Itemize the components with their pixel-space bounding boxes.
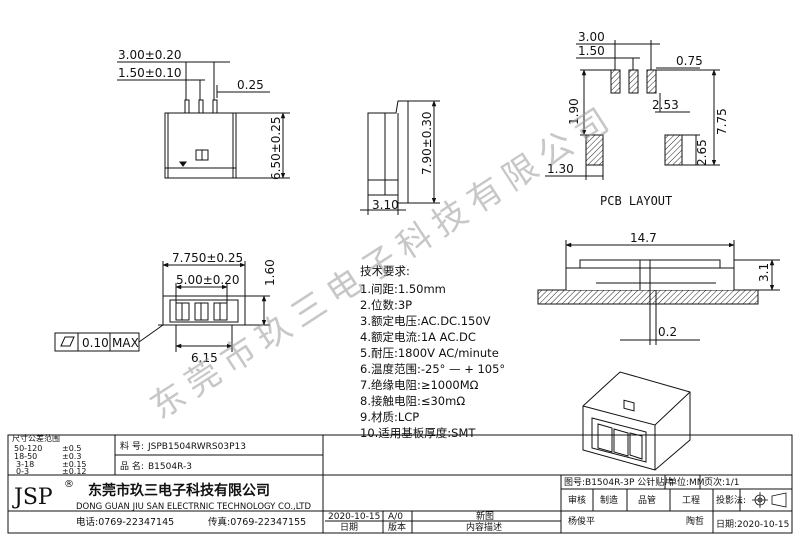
revision-header-version: 版本	[388, 521, 406, 533]
part-name-label: 品 名:	[120, 460, 144, 472]
dim-14-7: 14.7	[630, 231, 657, 245]
tolerance-range: 18-50	[14, 452, 37, 461]
drawing-number: 图号:B1504R-3P 公针贴片	[564, 476, 673, 488]
company-name-en: DONG GUAN JIU SAN ELECTRNIC TECHNOLOGY C…	[76, 502, 312, 512]
spec-item: 7.绝缘电阻:≥1000MΩ	[360, 378, 479, 392]
dim-3-1: 3.1	[757, 263, 771, 282]
spec-item: 4.额定电流:1A AC.DC	[360, 330, 476, 344]
role-engineering: 工程	[682, 495, 700, 506]
pcb-dim-3-00: 3.00	[578, 30, 605, 44]
specs-title: 技术要求:	[360, 264, 410, 278]
isometric-view	[582, 371, 691, 471]
mounting-view	[537, 240, 780, 345]
dim-height-1-60: 1.60	[263, 259, 277, 286]
tolerance-table: 50-120 ±0.5 18-50 ±0.3 3-18 ±0.15 0-3 ±0…	[14, 444, 87, 476]
pin1-marker-icon	[179, 161, 187, 167]
role-review: 审核	[568, 494, 586, 506]
revision-description: 新图	[476, 510, 494, 522]
isometric-body	[582, 371, 691, 471]
revision-header-description: 内容描述	[466, 521, 502, 533]
tolerance-value: ±0.5	[62, 444, 81, 453]
dim-6-15: 6.15	[191, 351, 218, 365]
company-tel: 电话:0769-22347145	[76, 516, 174, 528]
tolerance-value: ±0.3	[62, 452, 81, 461]
side-view	[360, 100, 440, 215]
pcb-layout-view	[545, 40, 720, 180]
pcb-pad-3	[646, 69, 657, 94]
role-manufacture: 制造	[600, 494, 618, 506]
drawing-date: 日期:2020-10-15	[716, 519, 789, 530]
part-no: JSPB1504RWRS03P13	[147, 442, 246, 452]
dim-pin-0-25: 0.25	[237, 78, 264, 92]
flatness-max: MAX	[112, 336, 139, 350]
pin-1	[184, 99, 190, 114]
spec-item: 1.间距:1.50mm	[360, 282, 446, 296]
title-block	[7, 434, 793, 534]
specs-list: 1.间距:1.50mm 2.位数:3P 3.额定电压:AC.DC.150V 4.…	[360, 282, 505, 440]
spec-item: 10.适用基板厚度:SMT	[360, 426, 476, 440]
pcb-mount-pad-right	[664, 134, 683, 166]
pcb-dim-2-53: 2.53	[652, 98, 679, 112]
pcb-dim-7-75: 7.75	[715, 108, 729, 135]
pcb-dim-0-75: 0.75	[676, 54, 703, 68]
tolerance-value: ±0.12	[62, 467, 87, 476]
tolerance-value: ±0.15	[62, 460, 87, 469]
pcb-dim-2-65: 2.65	[695, 139, 709, 166]
dim-side-3-10: 3.10	[372, 198, 399, 212]
part-no-label: 料 号:	[120, 440, 144, 452]
top-view	[117, 61, 290, 179]
engineer-name: 陶哲	[686, 515, 704, 527]
part-name: B1504R-3	[148, 462, 192, 472]
tolerance-range: 0-3	[16, 467, 29, 476]
tolerance-range: 50-120	[14, 444, 42, 453]
company-name-cn: 东莞市玖三电子科技有限公司	[88, 482, 270, 499]
projection-label: 投影法:	[716, 494, 746, 506]
revision-version: A/0	[388, 512, 403, 522]
revision-header-date: 日期	[340, 522, 358, 533]
side-view-body	[367, 100, 409, 204]
pcb-dim-1-50: 1.50	[578, 44, 605, 58]
front-view	[54, 261, 270, 352]
spec-item: 8.接触电阻:≤30mΩ	[360, 394, 465, 408]
dim-depth-6-50: 6.50±0.25	[269, 117, 283, 181]
projection-symbol-icon	[752, 492, 787, 508]
spec-item: 2.位数:3P	[360, 298, 412, 312]
pin-2	[198, 99, 204, 114]
registered-mark: ®	[64, 479, 74, 490]
pcb-pad-2	[628, 69, 639, 94]
spec-item: 5.耐压:1800V AC/minute	[360, 346, 499, 360]
pcb-dim-1-30: 1.30	[547, 162, 574, 176]
dim-pitch-1-50: 1.50±0.10	[118, 66, 182, 80]
unit: 单位:MM	[668, 476, 705, 488]
spec-item: 3.额定电压:AC.DC.150V	[360, 314, 491, 328]
pcb-mount-pad-left	[585, 134, 604, 166]
pcb-dim-1-90: 1.90	[567, 98, 581, 125]
pcb-board-section	[537, 289, 759, 305]
flatness-icon	[60, 336, 75, 347]
tolerance-title: 尺寸公差范围	[12, 433, 60, 443]
page-number: 页次:1/1	[704, 476, 740, 488]
dim-0-2: 0.2	[658, 325, 677, 339]
dim-width-5-00: 5.00±0.20	[176, 273, 240, 287]
pin-3	[212, 99, 218, 114]
dim-pitch-3-00: 3.00±0.20	[118, 48, 182, 62]
role-quality: 品管	[638, 494, 656, 506]
revision-date: 2020-10-15	[328, 512, 380, 522]
dim-width-7-750: 7.750±0.25	[172, 251, 243, 265]
dim-height-7-90: 7.90±0.30	[420, 112, 434, 176]
pcb-layout-title: PCB LAYOUT	[600, 194, 672, 208]
company-logo: JSP	[12, 485, 53, 510]
spec-item: 6.温度范围:-25° — + 105°	[360, 362, 505, 376]
tolerance-range: 3-18	[16, 460, 34, 469]
spec-item: 9.材质:LCP	[360, 410, 419, 424]
checker-name: 杨俊平	[568, 515, 595, 527]
company-fax: 传真:0769-22347155	[208, 516, 306, 528]
pcb-pad-1	[610, 69, 621, 94]
flatness-value: 0.10	[82, 336, 109, 350]
